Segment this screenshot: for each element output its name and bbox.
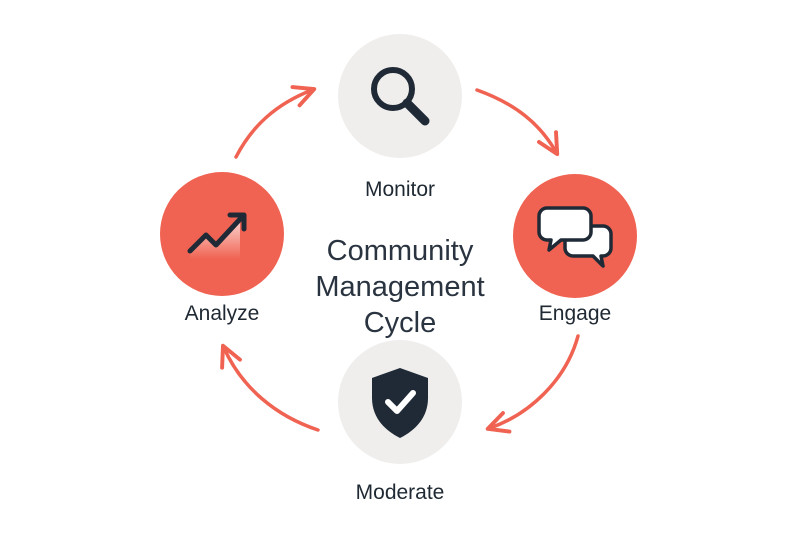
chat-bubbles-icon (537, 206, 613, 268)
title-line-2: Management (315, 271, 485, 303)
trend-up-icon (187, 212, 247, 259)
diagram-title: Community Management Cycle (250, 233, 550, 341)
title-line-3: Cycle (363, 307, 437, 339)
title-line-1: Community (326, 235, 474, 267)
monitor-node (338, 34, 462, 158)
monitor-label: Monitor (364, 178, 436, 201)
magnifier-icon (371, 67, 430, 126)
moderate-node (338, 340, 462, 464)
arrow-monitor-to-engage (475, 88, 560, 157)
arrow-analyze-to-monitor (234, 85, 317, 159)
moderate-label: Moderate (355, 481, 445, 504)
arrow-engage-to-moderate (485, 334, 580, 434)
engage-label: Engage (538, 302, 612, 325)
analyze-label: Analyze (184, 302, 260, 325)
analyze-node (160, 172, 284, 296)
arrow-moderate-to-analyze (220, 343, 320, 432)
shield-check-icon (372, 368, 428, 438)
engage-node (513, 174, 637, 298)
